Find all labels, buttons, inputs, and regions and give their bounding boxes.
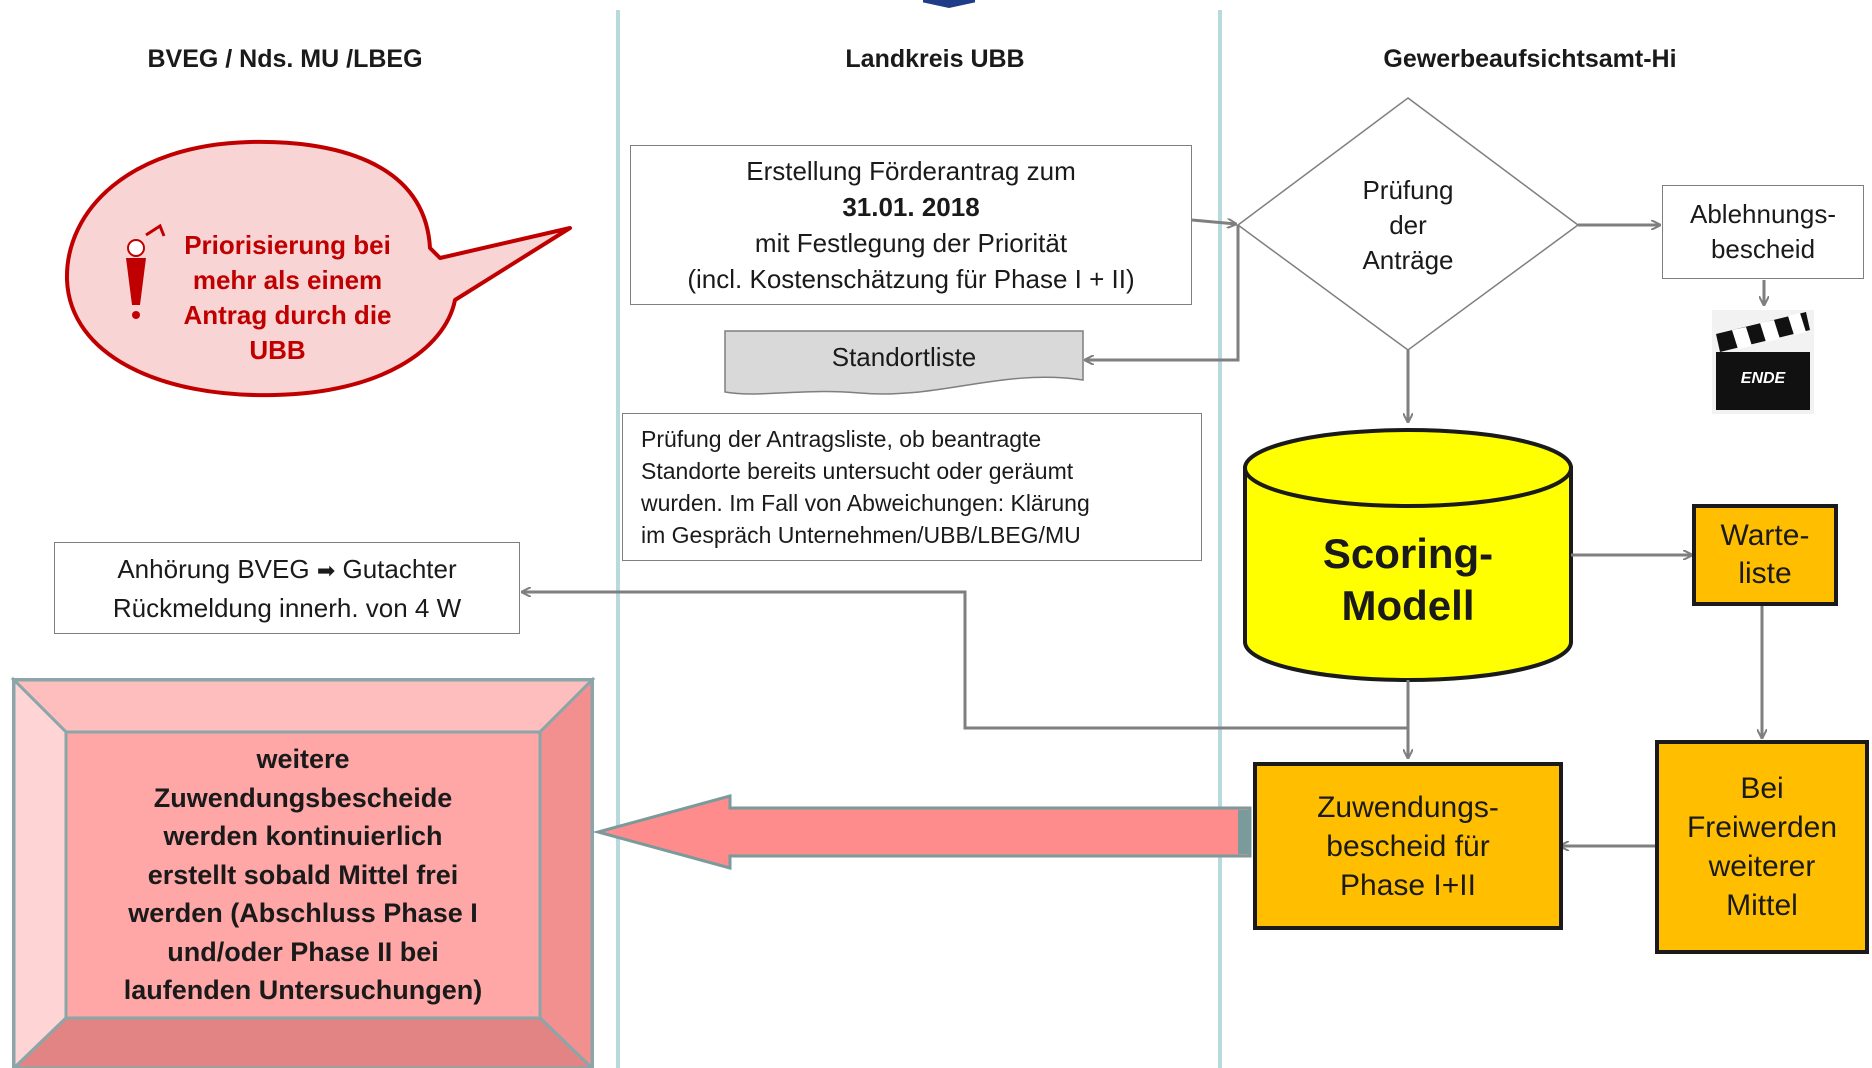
ablehnungsbescheid-box: Ablehnungs- bescheid <box>1662 185 1864 279</box>
antrag-line-1: Erstellung Förderantrag zum <box>746 156 1076 186</box>
zuwendungsbescheid-box: Zuwendungs- bescheid für Phase I+II <box>1253 762 1563 930</box>
right-arrow-icon: ➡ <box>316 558 336 584</box>
clapperboard-icon <box>1712 310 1814 414</box>
ablehnung-line: bescheid <box>1710 234 1816 264</box>
standortliste-label: Standortliste <box>831 342 977 372</box>
callout-line: Antrag durch die <box>183 300 392 330</box>
pruefung-line: wurden. Im Fall von Abweichungen: Klärun… <box>641 490 1090 516</box>
zuwendung-line: Phase I+II <box>1340 868 1476 902</box>
foerderantrag-box: Erstellung Förderantrag zum 31.01. 2018 … <box>630 145 1192 305</box>
anhoerung-line-2: Rückmeldung innerh. von 4 W <box>112 592 462 623</box>
pruefung-line: Prüfung der Antragsliste, ob beantragte <box>641 426 1042 452</box>
bevel-line: werden (Abschluss Phase I <box>128 898 478 928</box>
bevel-text: weitere Zuwendungsbescheide werden konti… <box>66 740 540 1010</box>
bevel-line: erstellt sobald Mittel frei <box>147 859 459 890</box>
scoring-cylinder <box>1243 428 1573 682</box>
lane-separator-right <box>1218 10 1222 1068</box>
freiwerden-line: Bei <box>1740 772 1784 805</box>
standortliste-shape <box>724 330 1084 395</box>
scoring-text: Scoring- Modell <box>1245 528 1571 632</box>
lane-title-right: Gewerbeaufsichtsamt-Hi <box>1383 45 1677 73</box>
callout-line: Priorisierung bei <box>184 230 391 260</box>
warteliste-box: Warte- liste <box>1692 504 1838 606</box>
freiwerden-line: Freiwerden <box>1686 811 1838 844</box>
callout-line: UBB <box>249 335 306 365</box>
bevel-line: werden kontinuierlich <box>163 821 443 851</box>
antrag-line-3: mit Festlegung der Priorität <box>754 228 1068 258</box>
freiwerden-line: weiterer <box>1708 850 1816 883</box>
anhoerung-box: Anhörung BVEG ➡ Gutachter Rückmeldung in… <box>54 542 520 634</box>
bevel-line: laufenden Untersuchungen) <box>123 975 483 1005</box>
lane-separator-left <box>616 10 620 1068</box>
big-left-arrow <box>592 794 1252 870</box>
callout-line: mehr als einem <box>192 265 383 295</box>
top-emblem-icon <box>923 0 975 8</box>
decision-line: der <box>1389 210 1427 240</box>
anhoerung-line-1: Anhörung BVEG ➡ Gutachter <box>117 551 456 590</box>
ablehnung-line: Ablehnungs- <box>1690 199 1836 229</box>
bevel-box <box>10 676 596 1068</box>
scoring-line: Scoring- <box>1322 530 1494 577</box>
connectors <box>522 220 1764 846</box>
warteliste-line: liste <box>1738 557 1792 590</box>
anhoerung-gutachter: Gutachter <box>342 553 457 584</box>
lane-title-left: BVEG / Nds. MU /LBEG <box>147 45 423 73</box>
warning-figure-icon <box>126 223 166 319</box>
freiwerden-box: Bei Freiwerden weiterer Mittel <box>1655 740 1869 954</box>
zuwendung-line: bescheid für <box>1326 829 1490 863</box>
decision-text: Prüfung der Anträge <box>1308 173 1508 278</box>
pruefung-line: im Gespräch Unternehmen/UBB/LBEG/MU <box>641 522 1081 548</box>
decision-line: Prüfung <box>1362 175 1454 205</box>
callout-text: Priorisierung bei mehr als einem Antrag … <box>160 228 415 368</box>
ende-label: ENDE <box>1740 370 1786 387</box>
lane-title-middle: Landkreis UBB <box>845 45 1025 73</box>
callout-bubble <box>64 139 572 398</box>
decision-line: Anträge <box>1362 245 1454 275</box>
zuwendung-line: Zuwendungs- <box>1317 790 1499 824</box>
antragsliste-pruefung-box: Prüfung der Antragsliste, ob beantragte … <box>622 413 1202 561</box>
bevel-line: weitere <box>256 744 350 774</box>
antrag-date: 31.01. 2018 <box>842 192 980 222</box>
anhoerung-text: Anhörung BVEG <box>117 553 310 584</box>
freiwerden-line: Mittel <box>1726 889 1798 922</box>
warteliste-line: Warte- <box>1720 519 1810 552</box>
bevel-line: und/oder Phase II bei <box>167 936 439 967</box>
bevel-line: Zuwendungsbescheide <box>153 782 453 813</box>
antrag-line-4: (incl. Kostenschätzung für Phase I + II) <box>687 264 1135 294</box>
pruefung-line: Standorte bereits untersucht oder geräum… <box>641 458 1074 484</box>
scoring-line: Modell <box>1341 582 1475 629</box>
